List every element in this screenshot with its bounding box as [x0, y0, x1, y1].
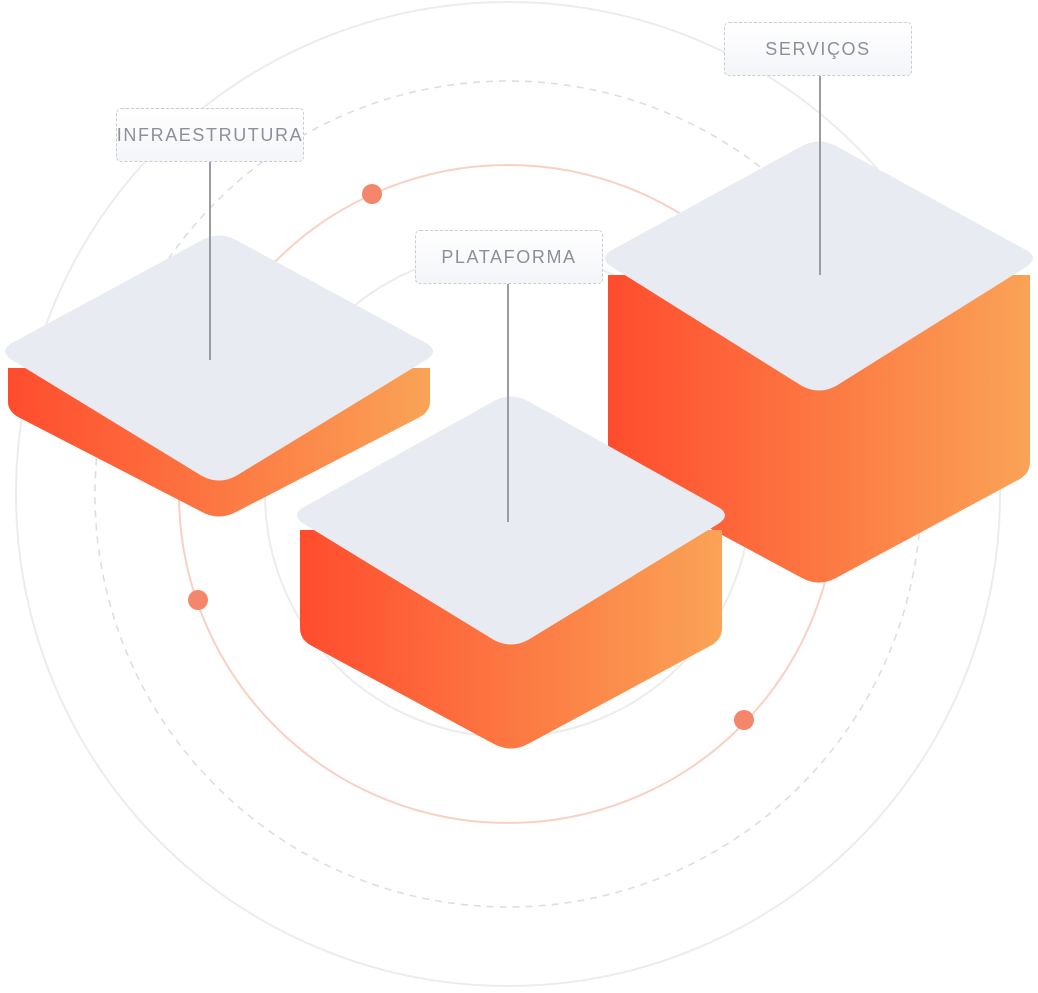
block-infraestrutura — [5, 162, 433, 517]
label-servicos: SERVIÇOS — [724, 22, 912, 76]
block-top — [5, 235, 433, 481]
block-top — [297, 396, 725, 645]
orbit-dot — [734, 710, 754, 730]
outer-ring — [15, 1, 1001, 987]
orbit-dot — [188, 590, 208, 610]
orbit-dot — [362, 184, 382, 204]
label-infraestrutura: INFRAESTRUTURA — [116, 108, 304, 162]
label-plataforma: PLATAFORMA — [415, 230, 603, 284]
block-plataforma — [297, 284, 725, 749]
